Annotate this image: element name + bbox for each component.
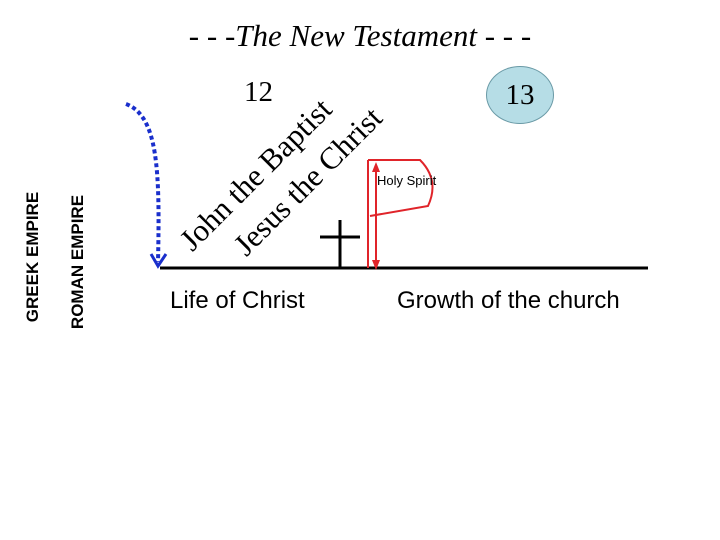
growth-of-church-caption: Growth of the church <box>397 287 620 314</box>
holy-spirit-label: Holy Spirit <box>377 173 436 188</box>
red-spirit-shape <box>367 159 434 268</box>
red-arrowhead-top <box>372 162 380 172</box>
blue-arrowhead <box>149 253 168 269</box>
blue-dotted-arrow <box>125 102 161 263</box>
holy-spirit-text: Holy Spirit <box>377 173 437 188</box>
marker-12: 12 <box>244 76 273 108</box>
red-arrowhead-bottom <box>372 260 380 270</box>
life-of-christ-caption: Life of Christ <box>170 287 305 314</box>
marker-13-circle: 13 <box>486 66 554 124</box>
marker-13-label: 13 <box>505 78 535 111</box>
slide-title: - - -The New Testament - - - <box>188 18 532 53</box>
